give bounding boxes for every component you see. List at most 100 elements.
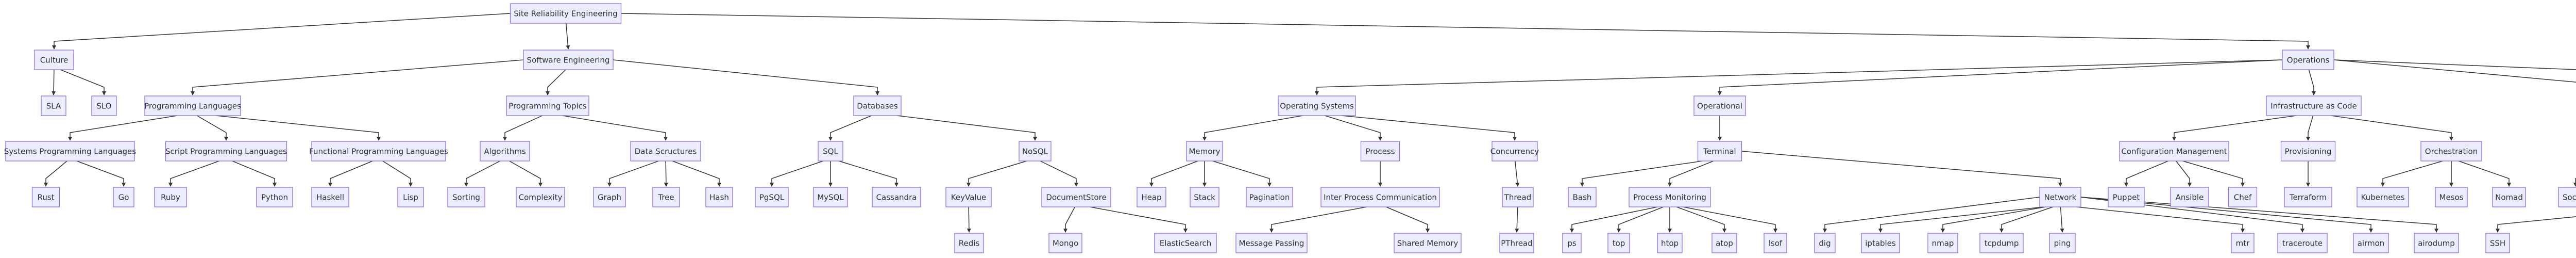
node-label-documentstore: DocumentStore bbox=[1046, 193, 1106, 202]
node-box-systems-programming-languages bbox=[5, 141, 135, 162]
edge-data-scructures-to-graph bbox=[607, 160, 659, 187]
node-box-nmap bbox=[1927, 233, 1958, 253]
node-box-rust bbox=[31, 187, 60, 207]
edge-programming-topics-to-algorithms bbox=[503, 115, 543, 141]
node-terminal: Terminal bbox=[1697, 141, 1742, 162]
edge-inter-process-communication-to-message-passing bbox=[1269, 206, 1367, 233]
edge-nosql-to-documentstore bbox=[1040, 160, 1078, 187]
node-inter-process-communication: Inter Process Communication bbox=[1320, 187, 1440, 207]
node-label-slo: SLO bbox=[96, 102, 111, 111]
node-box-mtr bbox=[2231, 233, 2255, 253]
node-chef: Chef bbox=[2228, 187, 2258, 207]
node-label-provisioning: Provisioning bbox=[2285, 147, 2332, 156]
node-slo: SLO bbox=[91, 95, 117, 116]
node-label-htop: htop bbox=[1661, 239, 1679, 248]
node-box-ansible bbox=[2170, 187, 2209, 207]
edge-systems-programming-languages-to-go bbox=[76, 160, 126, 187]
node-box-airmon bbox=[2353, 233, 2389, 253]
edge-software-engineering-to-programming-languages bbox=[191, 59, 524, 95]
node-box-tcpdump bbox=[1979, 233, 2024, 253]
node-label-configuration-management: Configuration Management bbox=[2121, 147, 2227, 156]
node-box-thread bbox=[1502, 187, 1534, 207]
node-box-mongo bbox=[1048, 233, 1082, 253]
node-label-stack: Stack bbox=[1194, 193, 1215, 202]
node-script-programming-languages: Script Programming Languages bbox=[165, 141, 287, 162]
node-label-airmon: airmon bbox=[2358, 239, 2385, 248]
edge-functional-programming-languages-to-haskell bbox=[328, 160, 373, 187]
node-label-culture: Culture bbox=[40, 56, 69, 65]
node-box-functional-programming-languages bbox=[311, 141, 446, 162]
node-orchestration: Orchestration bbox=[2420, 141, 2482, 162]
edge-configuration-management-to-chef bbox=[2182, 160, 2245, 187]
node-box-sre bbox=[510, 3, 622, 24]
node-box-iptables bbox=[1861, 233, 1900, 253]
node-documentstore: DocumentStore bbox=[1041, 187, 1111, 207]
node-box-mysql bbox=[813, 187, 848, 207]
edge-documentstore-to-mongo bbox=[1063, 206, 1076, 233]
edge-infrastructure-as-code-to-provisioning bbox=[2306, 115, 2314, 141]
node-pthread: PThread bbox=[1499, 233, 1534, 253]
edge-terminal-to-network bbox=[1741, 151, 2062, 187]
node-bash: Bash bbox=[1568, 187, 1597, 207]
node-box-databases bbox=[853, 95, 902, 116]
edge-databases-to-sql bbox=[828, 115, 872, 141]
node-box-operating-systems bbox=[1278, 95, 1356, 116]
node-box-ssh bbox=[2485, 233, 2510, 253]
node-box-culture bbox=[34, 50, 74, 70]
edge-programming-languages-to-systems-programming-languages bbox=[68, 115, 178, 141]
node-mongo: Mongo bbox=[1048, 233, 1082, 253]
node-box-concurrency bbox=[1492, 141, 1538, 162]
edge-algorithms-to-complexity bbox=[509, 160, 543, 187]
edge-operations-to-networking bbox=[2333, 59, 2576, 83]
node-mesos: Mesos bbox=[2435, 187, 2468, 207]
edge-concurrency-to-thread bbox=[1515, 160, 1520, 187]
node-traceroute: traceroute bbox=[2277, 233, 2328, 253]
node-box-sla bbox=[41, 95, 66, 116]
node-box-data-scructures bbox=[630, 141, 701, 162]
node-label-functional-programming-languages: Functional Programming Languages bbox=[309, 147, 448, 156]
node-label-hash: Hash bbox=[709, 193, 729, 202]
node-haskell: Haskell bbox=[311, 187, 349, 207]
edge-memory-to-pagination bbox=[1212, 160, 1272, 187]
node-box-provisioning bbox=[2280, 141, 2336, 162]
edge-operations-to-operational bbox=[1718, 59, 2283, 95]
node-box-terminal bbox=[1697, 141, 1742, 162]
edge-protocols-to-socket bbox=[2573, 178, 2576, 187]
node-operational: Operational bbox=[1693, 95, 1746, 116]
node-label-atop: atop bbox=[1716, 239, 1733, 248]
edge-memory-to-heap bbox=[1149, 160, 1198, 187]
node-databases: Databases bbox=[853, 95, 902, 116]
node-box-traceroute bbox=[2277, 233, 2328, 253]
node-box-airodump bbox=[2414, 233, 2459, 253]
node-rust: Rust bbox=[31, 187, 60, 207]
node-label-python: Python bbox=[261, 193, 288, 202]
node-label-infrastructure-as-code: Infrastructure as Code bbox=[2270, 102, 2357, 111]
edge-documentstore-to-elasticsearch bbox=[1090, 206, 1188, 233]
edge-operating-systems-to-memory bbox=[1202, 115, 1303, 141]
node-label-inter-process-communication: Inter Process Communication bbox=[1324, 193, 1437, 202]
node-keyvalue: KeyValue bbox=[945, 187, 992, 207]
node-label-concurrency: Concurrency bbox=[1490, 147, 1539, 156]
node-label-rust: Rust bbox=[38, 193, 55, 202]
edge-software-engineering-to-databases bbox=[613, 59, 879, 95]
node-algorithms: Algorithms bbox=[480, 141, 530, 162]
node-label-terraform: Terraform bbox=[2289, 193, 2327, 202]
node-box-tree bbox=[652, 187, 680, 207]
node-box-keyvalue bbox=[945, 187, 992, 207]
node-programming-topics: Programming Topics bbox=[506, 95, 589, 116]
edge-configuration-management-to-ansible bbox=[2176, 160, 2192, 187]
node-box-graph bbox=[593, 187, 626, 207]
edge-infrastructure-as-code-to-orchestration bbox=[2331, 115, 2453, 141]
edge-script-programming-languages-to-python bbox=[232, 160, 277, 187]
node-label-process: Process bbox=[1366, 147, 1395, 156]
node-sla: SLA bbox=[41, 95, 66, 116]
edge-programming-languages-to-functional-programming-languages bbox=[216, 115, 381, 141]
node-label-airodump: airodump bbox=[2418, 239, 2455, 248]
edge-sre-to-culture bbox=[52, 13, 511, 50]
edge-network-to-traceroute bbox=[2080, 197, 2304, 233]
node-stack: Stack bbox=[1190, 187, 1219, 207]
node-ps: ps bbox=[1562, 233, 1582, 253]
node-box-memory bbox=[1186, 141, 1223, 162]
